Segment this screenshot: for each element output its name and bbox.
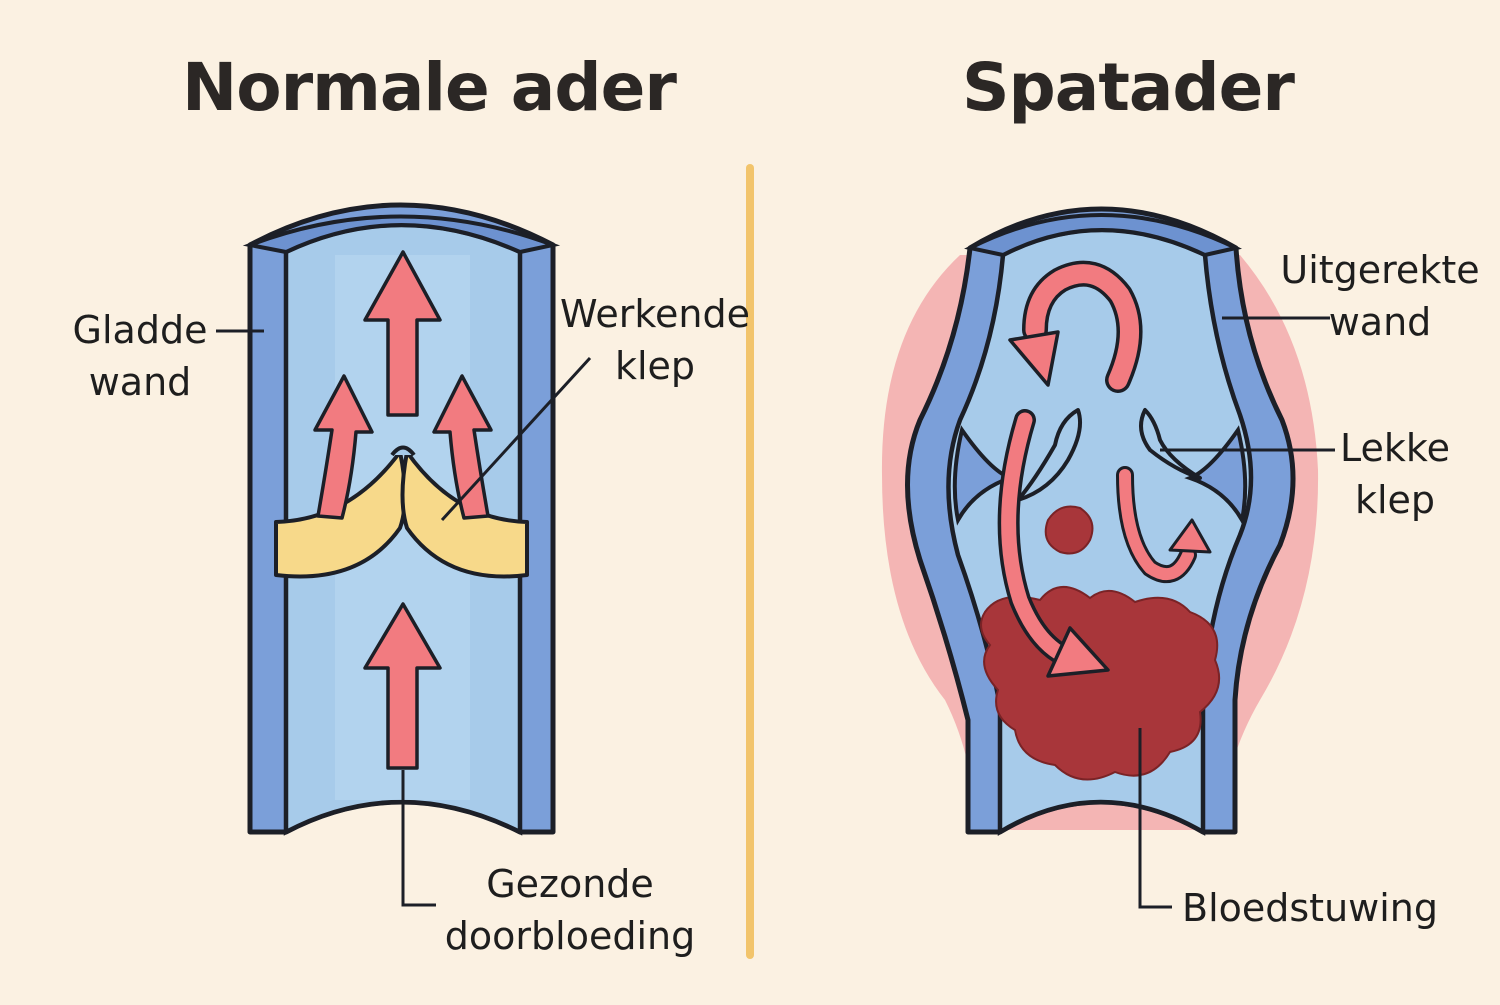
- label-healthy-circulation: Gezonde doorbloeding: [444, 862, 696, 958]
- leader-working-valve: [440, 356, 592, 522]
- varicose-vein: [881, 206, 1335, 909]
- normal-vein-title: Normale ader: [182, 49, 677, 126]
- label-smooth-wall: Gladde wand: [72, 308, 208, 404]
- leader-healthy-circulation: [401, 770, 436, 907]
- normal-vein: [216, 202, 592, 907]
- varicose-vein-title: Spatader: [962, 49, 1295, 126]
- normal-flow-arrow-top: [363, 250, 442, 417]
- leader-blood-pooling: [1138, 728, 1172, 909]
- leaky-valve-flap-right: [1139, 408, 1202, 480]
- small-clot: [1044, 505, 1094, 555]
- normal-flow-arrow-bottom: [363, 602, 442, 770]
- label-leaky-valve: Lekke klep: [1340, 426, 1450, 522]
- leaky-valve-fold-right: [1184, 425, 1248, 526]
- normal-flow-arrow-left: [313, 374, 374, 520]
- label-working-valve: Werkende klep: [560, 292, 750, 388]
- label-blood-pooling: Bloedstuwing: [1182, 886, 1438, 930]
- leaky-valve-fold-left: [952, 425, 1016, 526]
- label-stretched-wall: Uitgerekte wand: [1280, 248, 1480, 344]
